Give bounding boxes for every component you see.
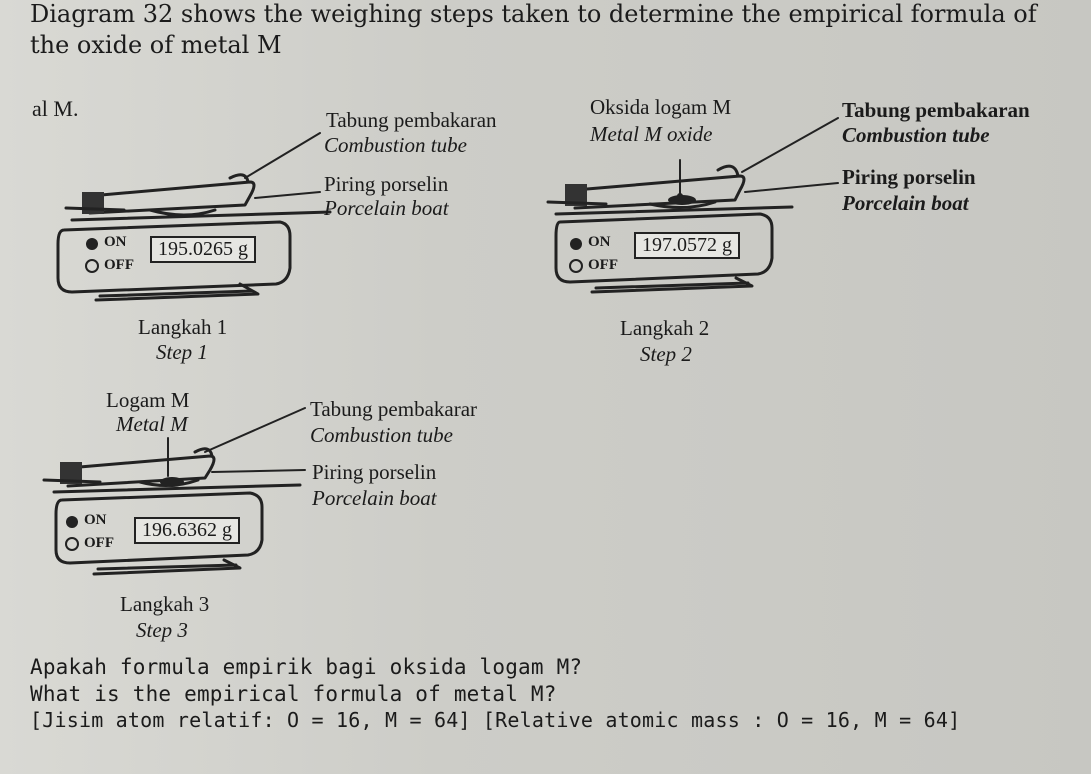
step3-on-dot — [66, 516, 78, 528]
step3-reading: 196.6362 g — [134, 517, 240, 544]
step2-on-dot — [570, 238, 582, 250]
step1-on-dot — [86, 238, 98, 250]
step2-title-malay: Langkah 2 — [620, 316, 710, 340]
step1-title-malay: Langkah 1 — [138, 315, 228, 339]
step3-boat-label-english: Porcelain boat — [312, 486, 437, 510]
step2-oxide-label-english: Metal M oxide — [590, 122, 713, 146]
question-malay: Apakah formula empirik bagi oksida logam… — [30, 655, 583, 679]
step1-reading: 195.0265 g — [150, 236, 256, 263]
step1-boat — [148, 208, 217, 217]
step3-off-dot — [65, 537, 79, 551]
step3-on-label: ON — [84, 512, 107, 528]
step1-boat-leader — [254, 191, 321, 199]
step2-title-english: Step 2 — [640, 342, 692, 366]
question-english: What is the empirical formula of metal M… — [30, 682, 557, 706]
relative-atomic-mass-note: [Jisim atom relatif: O = 16, M = 64] [Re… — [30, 708, 961, 732]
step2-tube — [573, 174, 746, 210]
step2-apparatus — [546, 117, 839, 294]
step1-apparatus — [56, 132, 332, 302]
step2-boat-label-malay: Piring porselin — [842, 165, 976, 189]
step2-oxide-sample — [668, 195, 696, 205]
step1-on-label: ON — [104, 234, 127, 250]
step1-boat-label-malay: Piring porselin — [324, 172, 449, 196]
step2-reading: 197.0572 g — [634, 232, 740, 259]
step3-title-malay: Langkah 3 — [120, 592, 210, 616]
step3-tube-label-english: Combustion tube — [310, 423, 453, 447]
step3-tube-label-malay: Tabung pembakarar — [310, 397, 478, 421]
step2-on-label: ON — [588, 234, 611, 250]
step1-tube — [88, 180, 256, 215]
step1-tube-label-malay: Tabung pembakaran — [326, 108, 497, 132]
step3-title-english: Step 3 — [136, 618, 188, 642]
step3-apparatus — [42, 407, 306, 576]
step1-balance — [56, 220, 292, 294]
question-intro-line1: Diagram 32 shows the weighing steps take… — [30, 0, 1037, 28]
step1-title-english: Step 1 — [156, 340, 208, 364]
step1-boat-label-english: Porcelain boat — [324, 196, 449, 220]
step3-balance — [54, 491, 264, 565]
step3-tube — [66, 454, 216, 488]
step2-off-dot — [569, 259, 583, 273]
step1-tube-label-english: Combustion tube — [324, 133, 467, 157]
step2-tube-label-malay: Tabung pembakaran — [842, 98, 1030, 122]
step3-metal-sample — [160, 477, 184, 487]
partial-text: al M. — [32, 96, 79, 121]
step1-off-label: OFF — [104, 257, 134, 273]
step1-tube-leader — [244, 132, 321, 179]
step1-off-dot — [85, 259, 99, 273]
step3-metal-label-english: Metal M — [116, 412, 188, 436]
step3-off-label: OFF — [84, 535, 114, 551]
step2-off-label: OFF — [588, 257, 618, 273]
step2-oxide-label-malay: Oksida logam M — [590, 95, 732, 119]
step3-boat-label-malay: Piring porselin — [312, 460, 437, 484]
question-intro-line2: the oxide of metal M — [30, 31, 282, 59]
step3-metal-label-malay: Logam M — [106, 388, 190, 412]
step2-balance — [554, 212, 774, 284]
step2-boat-label-english: Porcelain boat — [842, 191, 969, 215]
step2-tube-label-english: Combustion tube — [842, 123, 990, 147]
